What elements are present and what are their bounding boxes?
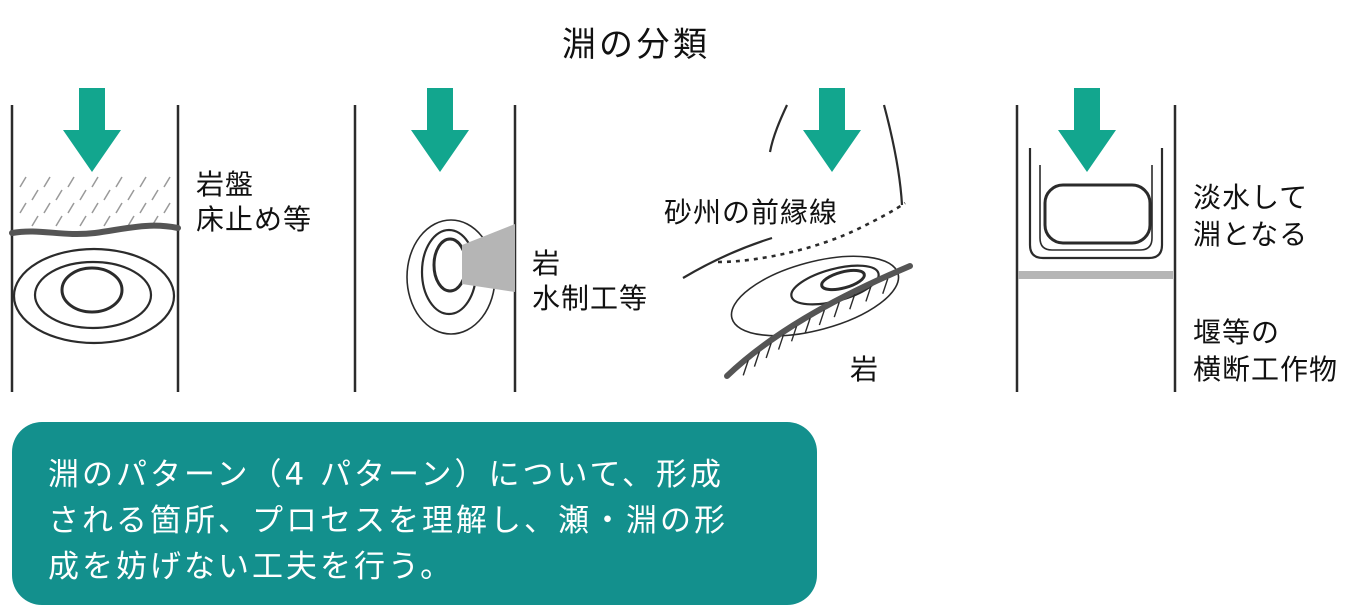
panel-label: 砂州の前縁線 [664, 196, 838, 229]
hatch-mark [31, 215, 39, 227]
bank-curve-right [882, 104, 904, 206]
panel-bedrock: 岩盤 床止め等 [9, 88, 312, 392]
rock-hatch-mark [790, 326, 798, 342]
hatch-mark [19, 202, 27, 214]
summary-note-line: 成を妨げない工夫を行う。 [48, 549, 455, 585]
groyne-shape [462, 224, 515, 292]
hatch-mark [139, 176, 147, 188]
panel-label: 淵となる [1193, 218, 1308, 251]
rock-hatch-mark [818, 309, 826, 326]
rock-hatch-mark [849, 294, 856, 310]
panel-label: 淡水して [1193, 181, 1308, 214]
rock-hatch-mark [804, 317, 811, 334]
pool-contour-inner [820, 268, 866, 292]
pool-contour-middle [33, 260, 153, 330]
panel-label: 岩 [532, 247, 561, 280]
flow-arrow [803, 88, 861, 172]
panel-sandbar: 砂州の前縁線 岩 [664, 88, 913, 386]
hatch-mark [103, 189, 111, 201]
panel-label: 岩 [850, 353, 879, 386]
hatch-mark [55, 189, 63, 201]
panel-label: 岩盤 [196, 168, 254, 201]
hatch-mark [91, 202, 99, 214]
hatch-mark [19, 176, 27, 188]
hatch-mark [115, 202, 123, 214]
pool-contour-inner [60, 266, 124, 314]
diagram-title: 淵の分類 [562, 25, 710, 65]
bank-curve-left [768, 104, 788, 153]
hatch-mark [127, 189, 135, 201]
summary-note-line: される箇所、プロセスを理解し、瀬・淵の形 [48, 503, 728, 539]
summary-note-line: 淵のパターン（4 パターン）について、形成 [48, 457, 724, 493]
rock-hatch-mark [777, 334, 785, 350]
hatch-mark [43, 176, 51, 188]
flow-arrow [1058, 88, 1116, 172]
rock-hatch-mark [765, 342, 772, 359]
hatch-mark [91, 176, 99, 188]
panel-label: 床止め等 [196, 203, 312, 236]
panel-label: 水制工等 [532, 282, 648, 315]
pool-contour-inner [432, 237, 468, 293]
pool-contour-outer [730, 255, 900, 337]
hatch-mark [79, 189, 87, 201]
bedrock-hatch-area [19, 176, 171, 227]
hatch-mark [55, 215, 63, 227]
rock-hatch-marks [742, 278, 889, 376]
pool-contour-middle [1039, 165, 1153, 251]
hatch-mark [67, 202, 75, 214]
rock-hatch-mark [753, 351, 761, 367]
flow-arrow [411, 88, 469, 172]
pool-contour-inner [1043, 183, 1152, 245]
hatch-mark [79, 215, 87, 227]
summary-note-box: 淵のパターン（4 パターン）について、形成 される箇所、プロセスを理解し、瀬・淵… [12, 422, 817, 605]
hatch-mark [139, 202, 147, 214]
hatch-mark [43, 202, 51, 214]
hatch-mark [151, 189, 159, 201]
rock-hatch-mark [882, 278, 889, 294]
hatch-mark [103, 215, 111, 227]
hatch-mark [67, 176, 75, 188]
hatch-mark [163, 202, 171, 214]
panel-groyne: 岩 水制工等 [353, 88, 648, 392]
panel-label: 横断工作物 [1193, 353, 1338, 386]
hatch-mark [115, 176, 123, 188]
weir-bar [1018, 271, 1173, 279]
sandbar-front-line [717, 201, 906, 264]
pool-contour-outer [12, 247, 176, 345]
flow-arrow [63, 88, 121, 172]
rock-hatch-mark [865, 286, 872, 302]
bed-sill-line [9, 222, 181, 238]
hatch-mark [127, 215, 135, 227]
panel-weir: 淡水して 淵となる 堰等の 横断工作物 [1015, 88, 1338, 392]
hatch-mark [163, 176, 171, 188]
rock-line [724, 263, 913, 379]
bank-line [682, 236, 773, 279]
pool-contour-outer [1028, 148, 1164, 260]
rock-hatch-mark [833, 301, 840, 318]
hatch-mark [31, 189, 39, 201]
rock-hatch-mark [742, 360, 749, 376]
panel-label: 堰等の [1193, 316, 1280, 349]
